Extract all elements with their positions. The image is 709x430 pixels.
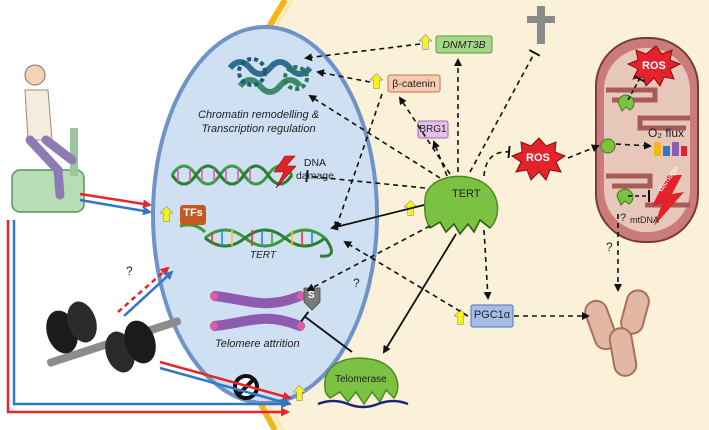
tert-to-tert-gene-solid <box>330 204 425 231</box>
exercise-bike-person-icon <box>11 64 85 213</box>
bcatenin-to-tert-gene <box>334 93 383 230</box>
tert-gene-helix-icon <box>179 223 333 258</box>
dumbbell-dashed-arrow <box>117 266 170 313</box>
chromatin-label: Chromatin remodelling & Transcription re… <box>198 109 320 135</box>
dumbbell-blue-tfs-arrow <box>123 270 174 317</box>
brg1-label: BRG1 <box>419 124 447 135</box>
tert-to-pgc1a <box>483 229 492 300</box>
pgc1a-label: PGC1α <box>473 309 511 321</box>
dumbbell-icon <box>46 301 182 373</box>
tert-to-telomere <box>306 225 431 291</box>
tert-to-bcatenin <box>398 96 451 175</box>
ros-center-label: ROS <box>526 152 550 164</box>
tert-to-oxflux <box>615 141 652 150</box>
bike-blue-arrow <box>79 198 152 216</box>
bike-long-blue-arrow <box>12 220 290 409</box>
dumbbell-red-arrow <box>159 360 292 401</box>
telomerase-icon <box>317 357 409 409</box>
tert-mito-mid <box>600 138 616 154</box>
tert-to-death <box>469 49 541 173</box>
question-small-mito: ? <box>606 240 613 254</box>
telomerase-to-telomere <box>300 311 353 353</box>
tert-to-chromatin <box>308 94 441 179</box>
ros-mito-label: ROS <box>642 60 666 72</box>
question-telomere: ? <box>353 276 360 290</box>
mtdna-label: mtDNA <box>630 215 659 225</box>
o2-flux-label: O₂ flux <box>648 126 684 140</box>
telomerase-label: Telomerase <box>335 374 387 385</box>
question-mtdna: ? <box>620 212 627 224</box>
bcatenin-box <box>387 74 441 93</box>
tfs-box <box>180 205 206 225</box>
chromosome-icon <box>210 291 305 331</box>
cross-icon <box>527 6 555 44</box>
bcatenin-label: β-catenin <box>392 78 436 90</box>
small-mitochondria-icon <box>584 289 650 377</box>
tert-mito-top <box>617 94 635 112</box>
pgc1a-box <box>470 304 514 328</box>
brg1-box <box>417 120 449 139</box>
tert-to-ros <box>483 145 511 177</box>
tert-to-brg1 <box>432 140 448 177</box>
bike-red-arrow <box>79 192 152 209</box>
telomere-attrition-label: Telomere attrition <box>215 338 300 350</box>
s-marker-label: S <box>308 290 315 301</box>
tert-gene-label: TERT <box>250 250 276 261</box>
ros-burst-center <box>510 137 567 181</box>
tert-mito-bottom <box>616 188 634 206</box>
bike-long-red-arrow <box>6 220 290 417</box>
tert-to-dna-damage <box>305 170 426 189</box>
question-dumbbell: ? <box>126 264 133 278</box>
dnmt3b-label: DNMT3B <box>442 39 486 51</box>
dna-helix-icon <box>170 164 294 186</box>
mito-damage-bolt <box>652 175 684 226</box>
tfs-label: TFs <box>183 207 203 219</box>
tert-to-telomerase <box>382 233 457 354</box>
dnmt3b-box <box>435 35 493 54</box>
tert-protein-label: TERT <box>452 188 481 200</box>
dna-damage-label: DNA damage <box>296 157 334 182</box>
s-shield-icon <box>303 287 321 311</box>
etc-complexes-icon <box>654 142 687 156</box>
chromatin-icon <box>227 57 313 95</box>
dumbbell-blue-arrow <box>159 366 292 407</box>
lightning-icon <box>273 155 297 189</box>
pgc1a-to-tert-gene <box>343 240 469 317</box>
tert-protein-icon <box>423 175 499 236</box>
dnmt3b-to-chromatin <box>304 43 421 62</box>
